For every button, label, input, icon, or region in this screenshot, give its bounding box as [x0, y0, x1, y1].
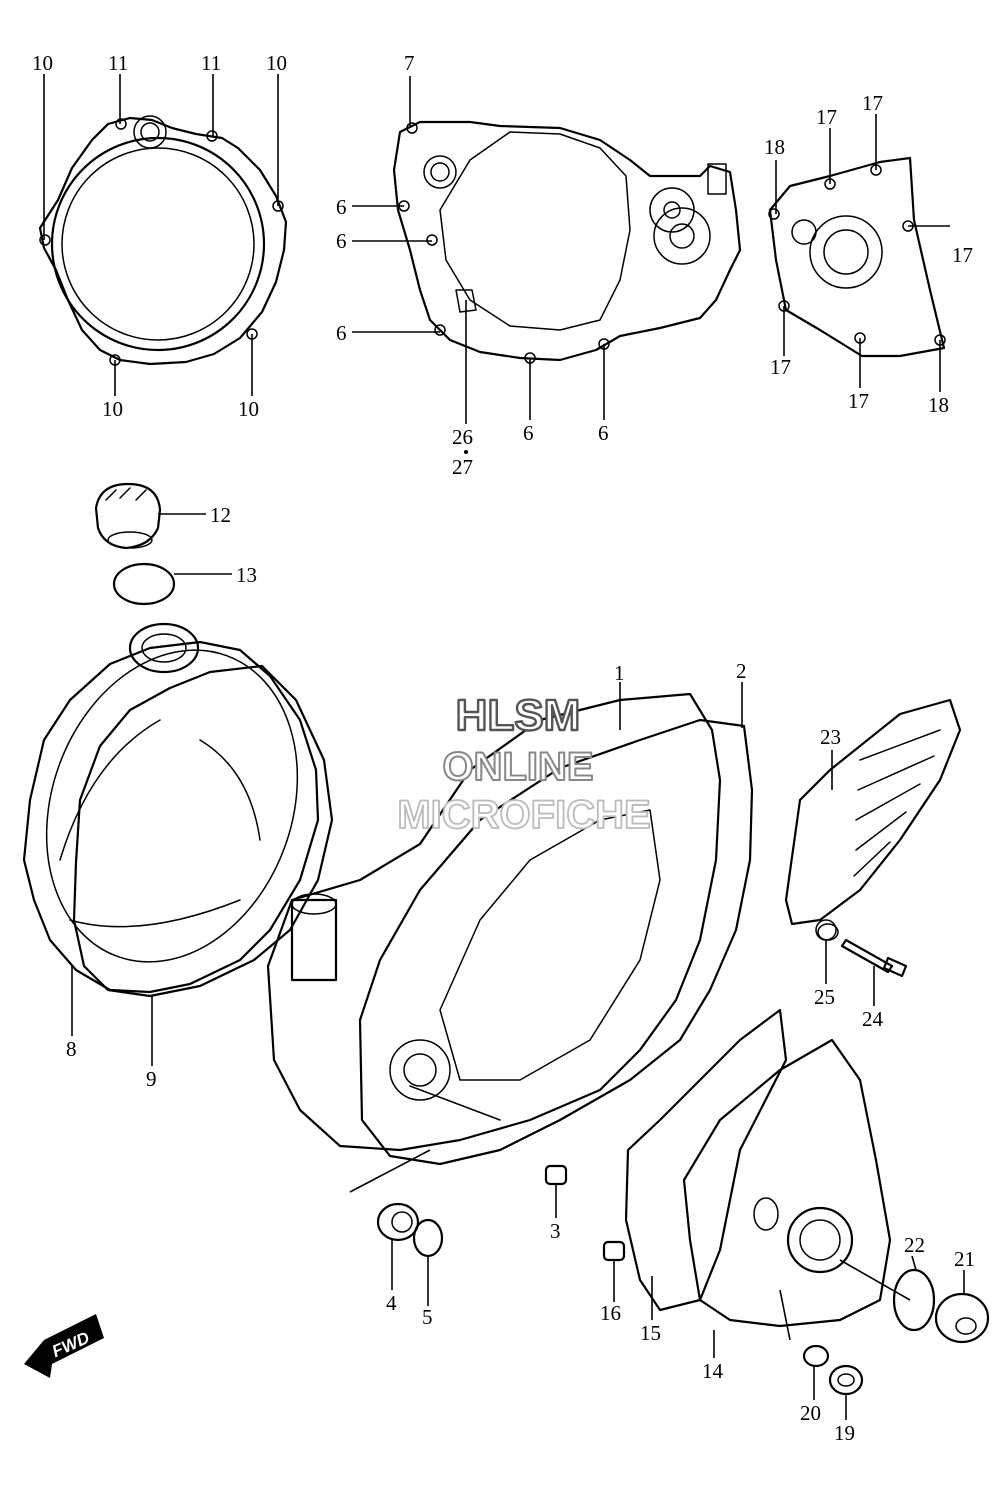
callout-6: 6: [336, 321, 347, 345]
callout-6: 6: [598, 421, 609, 445]
callout-18: 18: [764, 135, 785, 159]
callout-4: 4: [386, 1291, 397, 1315]
callout-27: 27: [452, 455, 473, 479]
o-ring-22: [892, 1268, 936, 1332]
callout-8: 8: [66, 1037, 77, 1061]
clutch-cover-gasket: [72, 664, 334, 998]
callout-7: 7: [404, 51, 415, 75]
callout-20: 20: [800, 1401, 821, 1425]
magneto-cover-gasket: [624, 1008, 788, 1312]
callout-14: 14: [702, 1359, 724, 1383]
callout-19: 19: [834, 1421, 855, 1445]
callout-numbers: 10 11 11 10 10 10 7 6 6 6 6 6 26 27 18 1…: [32, 51, 975, 1445]
o-ring-13: [112, 562, 176, 606]
drain-bolt-19: [828, 1364, 864, 1396]
watermark-line-3: MICROFICHE: [397, 793, 650, 837]
callout-22: 22: [904, 1233, 925, 1257]
callout-11: 11: [108, 51, 128, 75]
crankcase: [266, 692, 722, 1152]
callout-17: 17: [952, 243, 973, 267]
dowel-pin-16: [602, 1240, 626, 1262]
callout-17: 17: [862, 91, 883, 115]
callout-17: 17: [848, 389, 869, 413]
callout-6: 6: [336, 229, 347, 253]
watermark-line-1: HLSM: [456, 691, 581, 740]
magneto-cover-top-view: [768, 156, 946, 358]
callout-separator-dot: [464, 450, 468, 454]
fwd-arrow-icon: FWD: [24, 1314, 104, 1378]
clutch-cover: [22, 622, 320, 994]
callout-10: 10: [102, 397, 123, 421]
callout-25: 25: [814, 985, 835, 1009]
magneto-cover: [682, 1038, 892, 1328]
callout-26: 26: [452, 425, 473, 449]
callout-10: 10: [238, 397, 259, 421]
callout-15: 15: [640, 1321, 661, 1345]
callout-17: 17: [770, 355, 791, 379]
leader-lines: [43, 74, 965, 1420]
callout-5: 5: [422, 1305, 433, 1329]
clutch-cover-outline: [38, 115, 288, 366]
callout-11: 11: [201, 51, 221, 75]
callout-12: 12: [210, 503, 231, 527]
callout-1: 1: [614, 661, 625, 685]
water-pump-cover: [784, 698, 962, 941]
callout-2: 2: [736, 659, 747, 683]
circlip-5: [412, 1218, 444, 1258]
watermark: HLSM ONLINE MICROFICHE: [396, 690, 651, 838]
callout-18: 18: [928, 393, 949, 417]
callout-16: 16: [600, 1301, 621, 1325]
oil-seal-4: [376, 1202, 420, 1242]
oil-filler-cap: [94, 482, 162, 550]
callout-21: 21: [954, 1247, 975, 1271]
callout-6: 6: [523, 421, 534, 445]
callout-24: 24: [862, 1007, 884, 1031]
callout-9: 9: [146, 1067, 157, 1091]
watermark-line-2: ONLINE: [442, 745, 593, 789]
callout-3: 3: [550, 1219, 561, 1243]
crankcase-gasket-top-view: [392, 120, 742, 364]
callout-17: 17: [816, 105, 837, 129]
plug-21: [934, 1292, 990, 1344]
dowel-pin-3: [544, 1164, 568, 1186]
callout-10: 10: [32, 51, 53, 75]
callout-6: 6: [336, 195, 347, 219]
washer-20: [802, 1344, 830, 1368]
crankcase-gasket: [358, 718, 754, 1166]
bolt-24: [840, 938, 908, 978]
callout-10: 10: [266, 51, 287, 75]
callout-13: 13: [236, 563, 257, 587]
callout-23: 23: [820, 725, 841, 749]
